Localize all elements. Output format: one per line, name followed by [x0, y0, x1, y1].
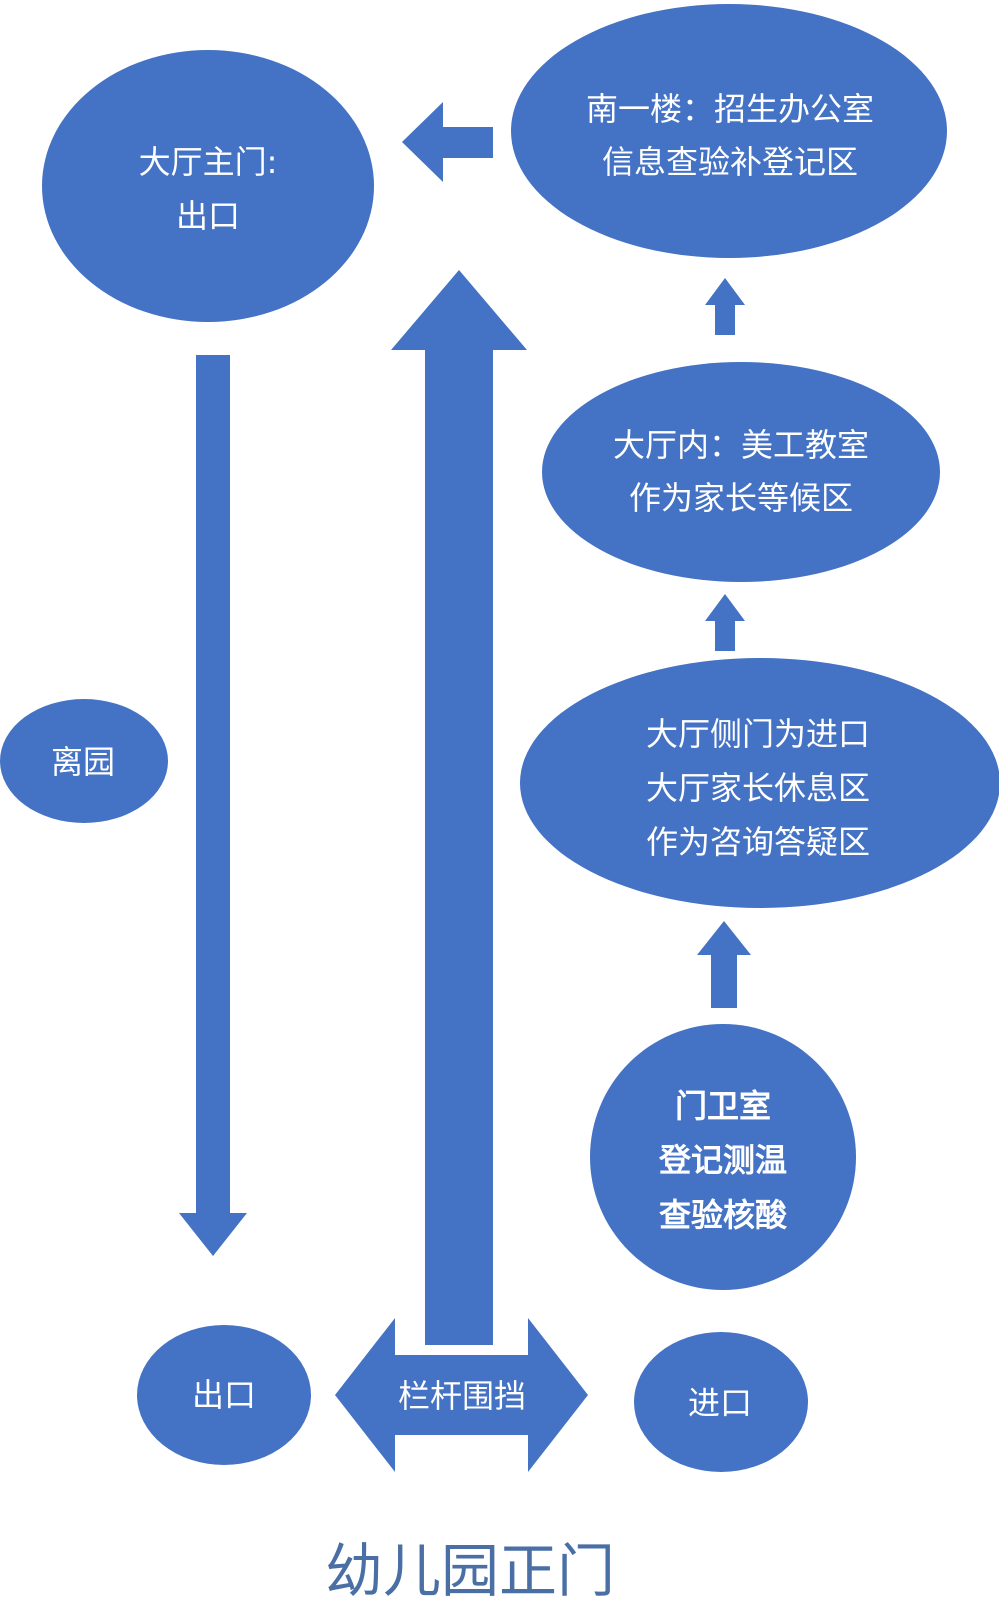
arrow-up-2 — [705, 594, 745, 651]
guard-room-label-1: 门卫室 — [675, 1087, 771, 1125]
south-building-label-2: 信息查验补登记区 — [602, 143, 858, 181]
arrow-up-3 — [697, 921, 751, 1008]
exit-node — [137, 1325, 311, 1465]
hall-side-door-label-2: 大厅家长休息区 — [646, 769, 870, 807]
hall-main-door-label-1: 大厅主门: — [139, 143, 278, 181]
leave-node — [0, 699, 168, 823]
hall-main-door-node — [42, 50, 374, 322]
entrance-node — [634, 1332, 808, 1472]
entrance-label: 进口 — [688, 1384, 752, 1422]
guard-room-label-3: 查验核酸 — [659, 1196, 788, 1234]
diagram-title: 幼儿园正门 — [325, 1537, 615, 1605]
south-building-node — [511, 4, 947, 258]
exit-label: 出口 — [192, 1376, 256, 1414]
guard-room-label-2: 登记测温 — [658, 1141, 787, 1179]
art-classroom-node — [542, 362, 940, 582]
hall-side-door-node — [520, 658, 999, 908]
arrow-up-1 — [705, 278, 745, 335]
watermark-text: 上海松江区悦宝美创幼儿园 — [681, 1552, 999, 1585]
leave-label: 离园 — [51, 743, 115, 781]
art-classroom-label-2: 作为家长等候区 — [629, 479, 853, 517]
hall-main-door-label-2: 出口 — [176, 197, 240, 235]
wechat-icon — [636, 1555, 677, 1586]
art-classroom-label-1: 大厅内：美工教室 — [613, 426, 869, 464]
arrow-left — [402, 102, 493, 182]
arrow-down-long — [179, 355, 247, 1256]
guard-room-node — [590, 1024, 856, 1290]
hall-side-door-label-1: 大厅侧门为进口 — [646, 715, 870, 753]
arrow-up-long — [391, 270, 527, 1345]
double-arrow-railing — [335, 1318, 588, 1472]
railing-label: 栏杆围挡 — [398, 1377, 526, 1415]
hall-side-door-label-3: 作为咨询答疑区 — [646, 823, 870, 861]
south-building-label-1: 南一楼：招生办公室 — [586, 90, 874, 128]
